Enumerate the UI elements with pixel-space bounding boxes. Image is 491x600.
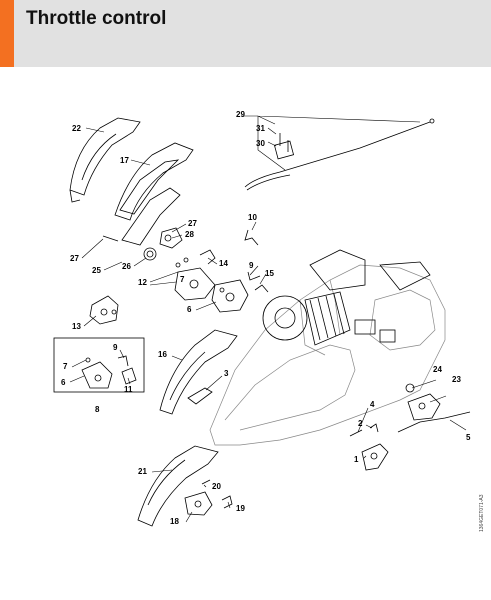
callout-17: 17 xyxy=(120,156,129,165)
callout-14: 14 xyxy=(219,259,228,268)
engine-block xyxy=(262,249,431,346)
spring-20 xyxy=(201,479,211,485)
drawing-code: 1364GET071-A3 xyxy=(479,494,485,532)
trigger-1 xyxy=(361,443,389,471)
callout-15: 15 xyxy=(265,269,274,278)
trigger-3 xyxy=(187,387,213,405)
callout-25: 25 xyxy=(92,266,101,275)
spring-9 xyxy=(247,271,261,281)
callout-27: 27 xyxy=(188,219,197,228)
lever-assembly-6 xyxy=(211,279,249,313)
header-band: Throttle control xyxy=(0,0,491,67)
nut-24 xyxy=(405,383,415,393)
callout-5: 5 xyxy=(466,433,471,442)
spring-10 xyxy=(244,229,259,246)
spring-19 xyxy=(221,495,233,509)
lever-23 xyxy=(407,393,441,421)
callout-2: 2 xyxy=(358,419,363,428)
callout-19: 19 xyxy=(236,504,245,513)
callout-30: 30 xyxy=(256,139,265,148)
callout-13: 13 xyxy=(72,322,81,331)
callout-3: 3 xyxy=(224,369,229,378)
handle-insert-25 xyxy=(121,187,181,246)
spring-2 xyxy=(369,423,379,433)
callout-24: 24 xyxy=(433,365,442,374)
part-28 xyxy=(159,227,183,249)
rod-5 xyxy=(397,411,471,433)
page-title: Throttle control xyxy=(26,8,167,29)
handle-cover-17 xyxy=(114,142,194,221)
callout-7a: 7 xyxy=(180,275,185,284)
callout-20: 20 xyxy=(212,482,221,491)
callout-11: 11 xyxy=(124,385,133,394)
pin-27 xyxy=(102,235,157,261)
callouts: 22 17 27 28 27 25 26 10 14 12 7 6 9 15 1… xyxy=(61,110,471,526)
callout-8: 8 xyxy=(95,405,100,414)
callout-27b: 27 xyxy=(70,254,79,263)
pin-4 xyxy=(349,429,363,437)
accent-bar xyxy=(0,0,14,67)
callout-10: 10 xyxy=(248,213,257,222)
parts-diagram: 22 17 27 28 27 25 26 10 14 12 7 6 9 15 1… xyxy=(53,110,471,527)
group-box-8 xyxy=(53,337,145,393)
callout-1: 1 xyxy=(354,455,359,464)
callout-6a: 6 xyxy=(187,305,192,314)
callout-4: 4 xyxy=(370,400,375,409)
callout-12: 12 xyxy=(138,278,147,287)
callout-7: 7 xyxy=(63,362,68,371)
leader-lines xyxy=(69,115,467,523)
callout-18: 18 xyxy=(170,517,179,526)
callout-9b: 9 xyxy=(113,343,118,352)
callout-28: 28 xyxy=(185,230,194,239)
handle-cover-22 xyxy=(69,117,141,203)
lever-assembly-8 xyxy=(81,355,137,389)
callout-21: 21 xyxy=(138,467,147,476)
callout-22: 22 xyxy=(72,124,81,133)
spring-15 xyxy=(254,284,269,293)
handle-cover-21 xyxy=(137,445,219,527)
switch-13 xyxy=(89,295,119,325)
callout-23: 23 xyxy=(452,375,461,384)
throttle-cable-29 xyxy=(244,118,435,191)
callout-31: 31 xyxy=(256,124,265,133)
handle-cover-16 xyxy=(159,329,238,415)
callout-16: 16 xyxy=(158,350,167,359)
callout-26: 26 xyxy=(122,262,131,271)
saw-housing xyxy=(209,264,446,446)
callout-9: 9 xyxy=(249,261,254,270)
spring-14 xyxy=(199,249,216,265)
callout-6: 6 xyxy=(61,378,66,387)
callout-29: 29 xyxy=(236,110,245,119)
lever-18 xyxy=(184,491,213,516)
lever-assembly-12 xyxy=(174,257,216,301)
